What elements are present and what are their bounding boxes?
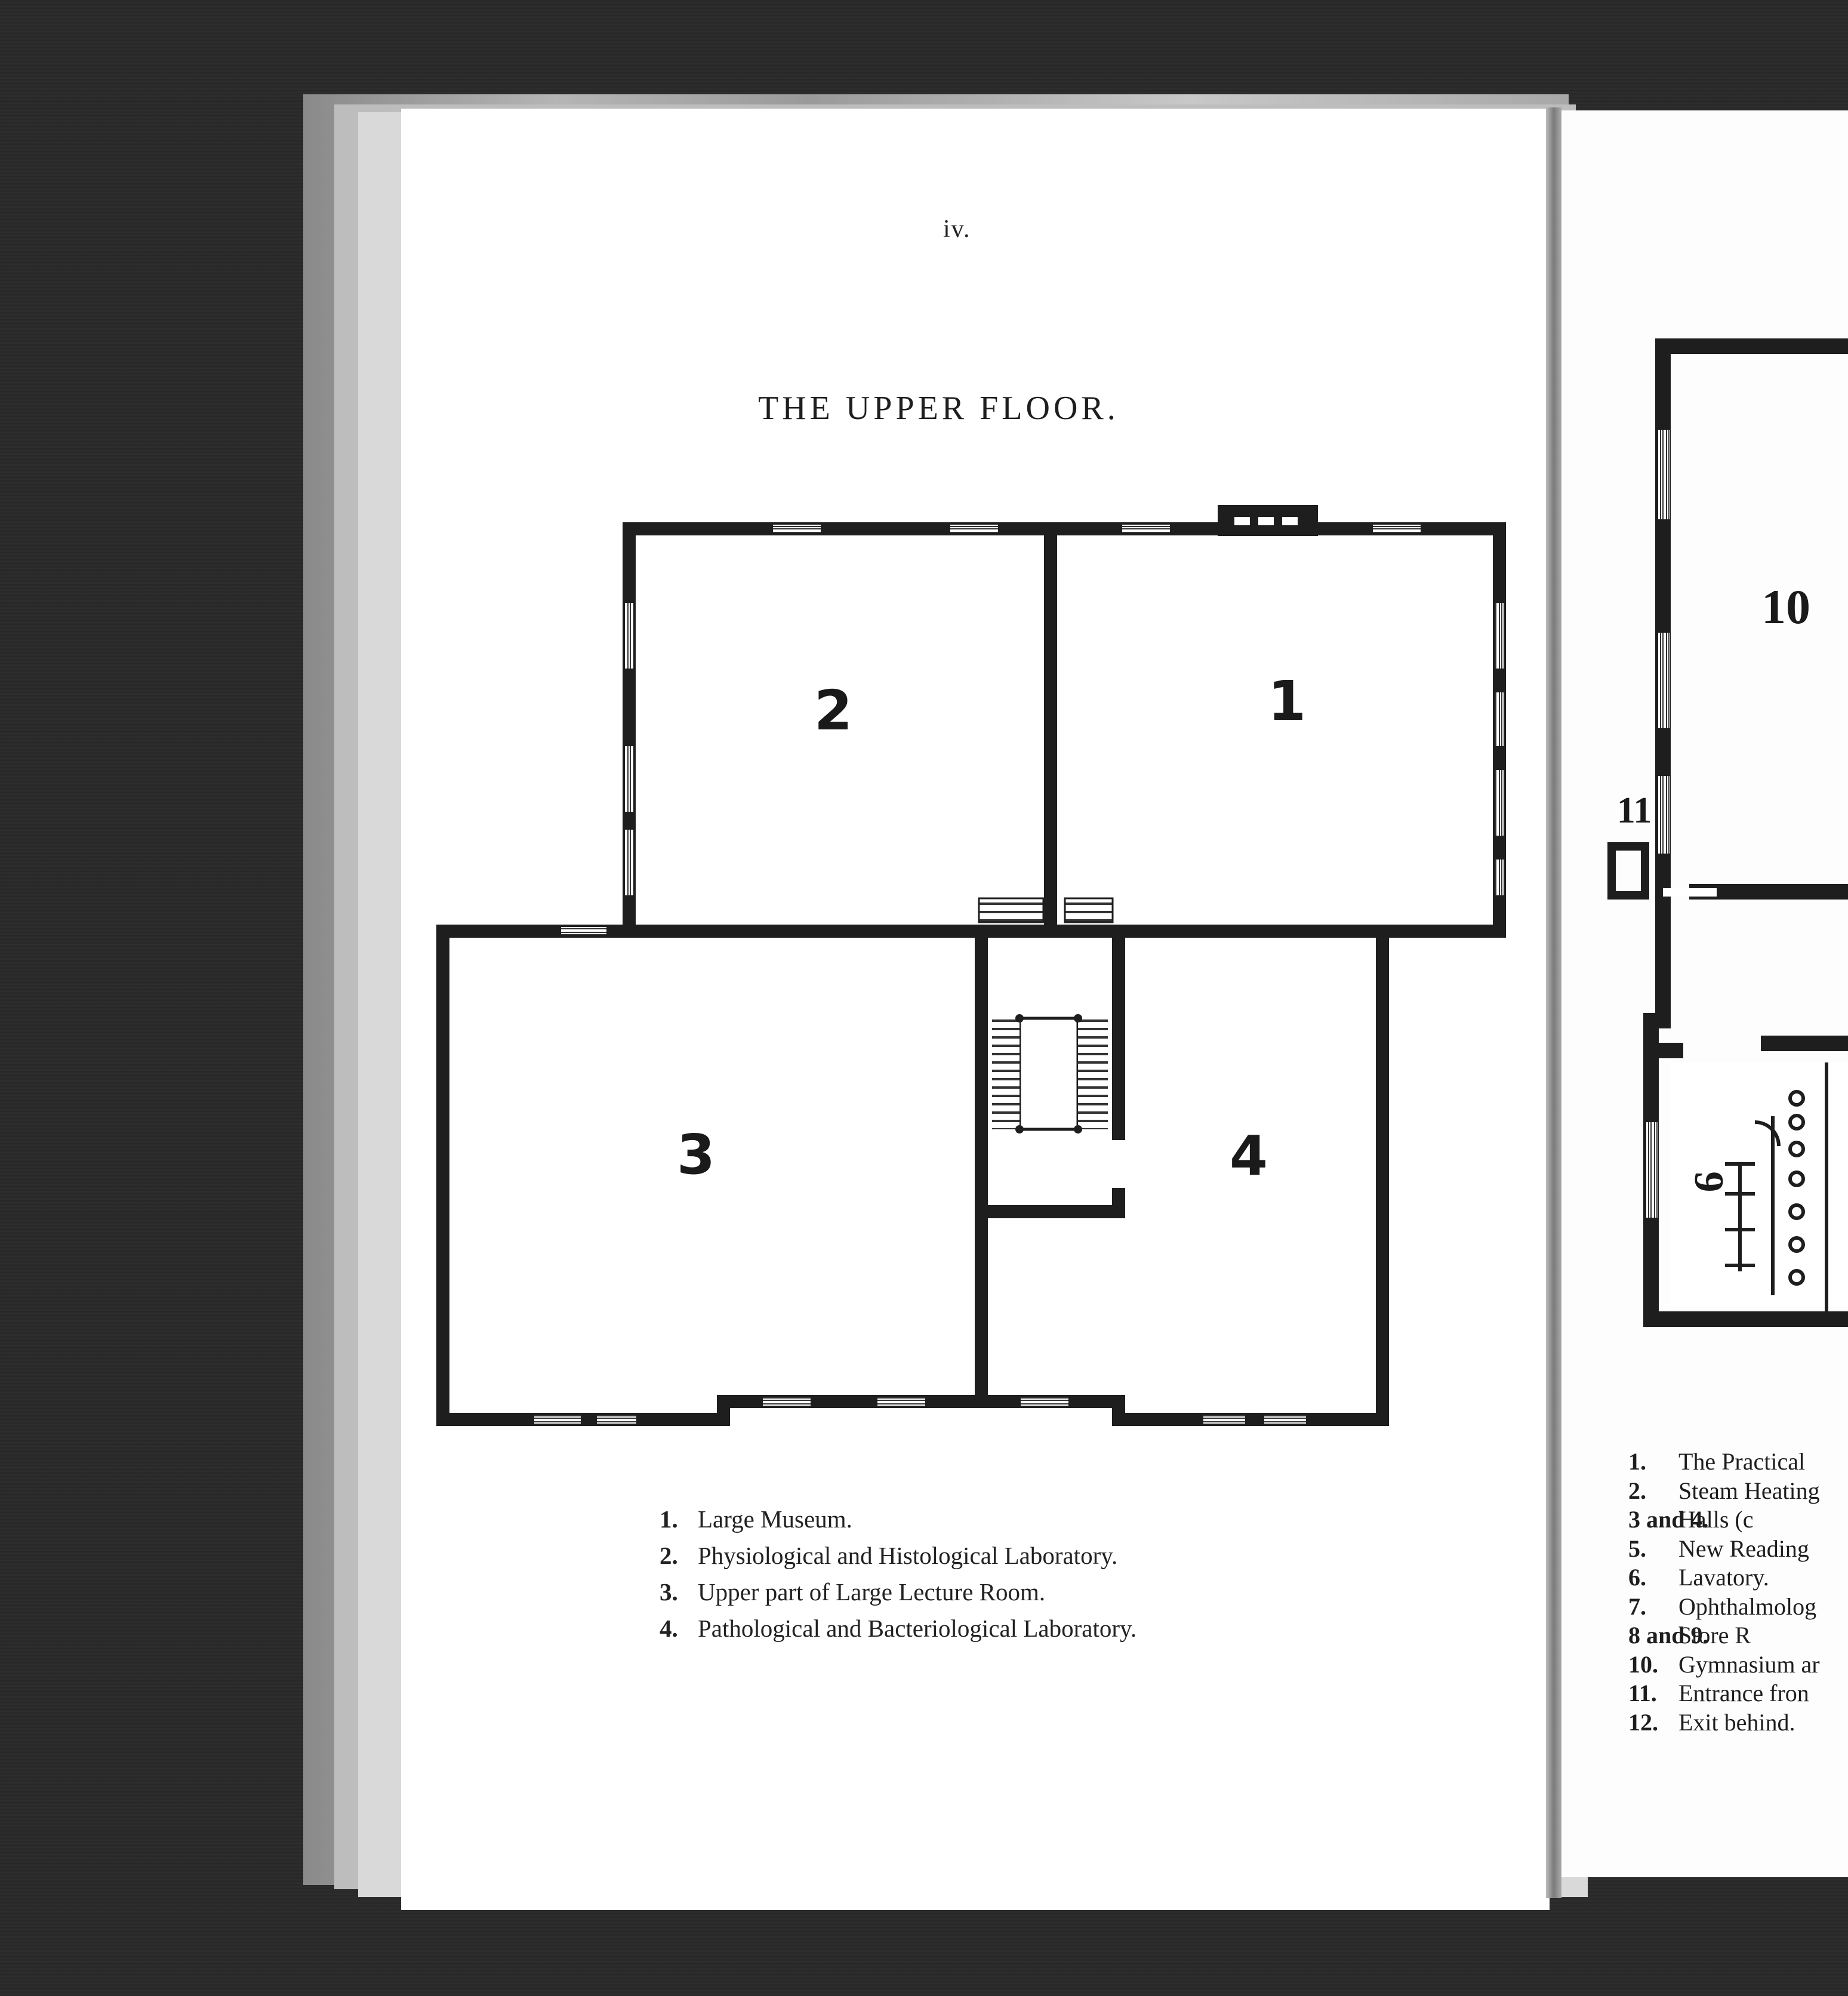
legend-text: New Reading	[1678, 1535, 1809, 1562]
legend-text: Large Museum.	[698, 1505, 852, 1533]
windows-left	[625, 603, 633, 895]
book-gutter	[1546, 107, 1561, 1898]
legend-number: 4.	[660, 1615, 678, 1642]
page-title: THE UPPER FLOOR.	[758, 390, 1119, 427]
legend-item: 5. New Reading	[1628, 1535, 1820, 1564]
legend-number: 7.	[1628, 1593, 1646, 1620]
legend-text: Store R	[1678, 1622, 1751, 1649]
legend-item: 11. Entrance fron	[1628, 1679, 1820, 1708]
legend-text: Steam Heating	[1678, 1477, 1820, 1504]
room-label-4: 4	[1230, 1124, 1268, 1188]
legend-right-page: 1. The Practical 2. Steam Heating 3 and 4.…	[1628, 1447, 1820, 1737]
legend-number: 11.	[1628, 1680, 1657, 1707]
legend-item: 6. Lavatory.	[1628, 1563, 1820, 1593]
legend-item: 3 and 4.Halls (c	[1628, 1505, 1820, 1535]
legend-text: Lavatory.	[1678, 1564, 1769, 1591]
windows-right	[1495, 603, 1504, 895]
legend-item: 3. Upper part of Large Lecture Room.	[660, 1574, 1136, 1610]
room-label-10: 10	[1761, 580, 1810, 634]
legend-number: 2.	[660, 1542, 678, 1569]
legend-number: 3 and 4.	[1628, 1506, 1709, 1533]
legend-number: 1.	[1628, 1448, 1646, 1475]
stair-treads-right	[1078, 1018, 1108, 1129]
room-label-11: 11	[1617, 790, 1652, 831]
room-label-1: 1	[1268, 669, 1306, 733]
legend-text: The Practical	[1678, 1448, 1806, 1475]
legend-text: Exit behind.	[1678, 1708, 1795, 1736]
legend-text: Halls (c	[1678, 1506, 1754, 1533]
stair-treads-left	[992, 1018, 1020, 1129]
windows-bottom	[534, 927, 1306, 1424]
legend-item: 8 and 9.Store R	[1628, 1621, 1820, 1650]
windows-top	[773, 505, 1421, 536]
page-number: iv.	[943, 215, 971, 243]
legend-item: 1. Large Museum.	[660, 1501, 1136, 1538]
legend-item: 7. Ophthalmolog	[1628, 1593, 1820, 1622]
legend-number: 8 and 9.	[1628, 1622, 1709, 1649]
legend-upper-floor: 1. Large Museum. 2. Physiological and Hi…	[660, 1501, 1136, 1647]
legend-item: 10. Gymnasium ar	[1628, 1650, 1820, 1680]
legend-number: 10.	[1628, 1650, 1658, 1678]
legend-number: 1.	[660, 1505, 678, 1533]
legend-text: Upper part of Large Lecture Room.	[698, 1578, 1046, 1606]
legend-number: 6.	[1628, 1564, 1646, 1591]
right-page	[1561, 110, 1848, 1877]
room-label-2: 2	[814, 679, 852, 743]
legend-text: Entrance fron	[1678, 1680, 1809, 1707]
legend-text: Pathological and Bacteriological Laborat…	[698, 1615, 1137, 1642]
legend-item: 2. Steam Heating	[1628, 1477, 1820, 1506]
upper-floor-walls	[436, 522, 1506, 1426]
legend-item: 2. Physiological and Histological Labora…	[660, 1538, 1136, 1574]
room-label-3: 3	[677, 1123, 715, 1187]
legend-number: 12.	[1628, 1708, 1658, 1736]
legend-text: Physiological and Histological Laborator…	[698, 1542, 1118, 1569]
stair-well	[1018, 1017, 1080, 1131]
legend-item: 4. Pathological and Bacteriological Labo…	[660, 1610, 1136, 1647]
room-label-9: 9	[1686, 1172, 1732, 1193]
legend-text: Gymnasium ar	[1678, 1650, 1820, 1678]
legend-text: Ophthalmolog	[1678, 1593, 1817, 1620]
legend-item: 12. Exit behind.	[1628, 1708, 1820, 1738]
legend-number: 5.	[1628, 1535, 1646, 1562]
legend-item: 1. The Practical	[1628, 1447, 1820, 1477]
store-room-fixtures	[1725, 1062, 1828, 1313]
legend-number: 2.	[1628, 1477, 1646, 1504]
legend-number: 3.	[660, 1578, 678, 1606]
